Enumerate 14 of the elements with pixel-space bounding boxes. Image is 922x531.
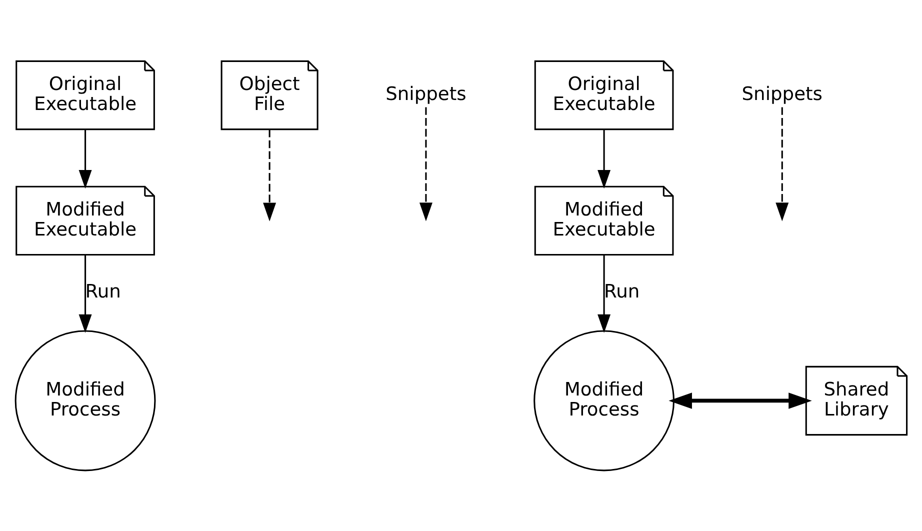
- arrow: [668, 392, 812, 408]
- node-circle: Modified Process: [534, 330, 675, 471]
- edge-label: Run: [604, 281, 640, 302]
- arrow: [419, 106, 432, 221]
- node-text: Snippets: [386, 84, 466, 105]
- node-text: Snippets: [742, 84, 822, 105]
- arrow: [78, 254, 92, 332]
- edge-label: Run: [85, 281, 121, 302]
- node-circle: Modified Process: [14, 330, 156, 471]
- arrow: [263, 129, 276, 221]
- arrow: [598, 254, 611, 332]
- arrow: [78, 129, 92, 188]
- arrow: [776, 106, 789, 221]
- arrow: [598, 129, 611, 188]
